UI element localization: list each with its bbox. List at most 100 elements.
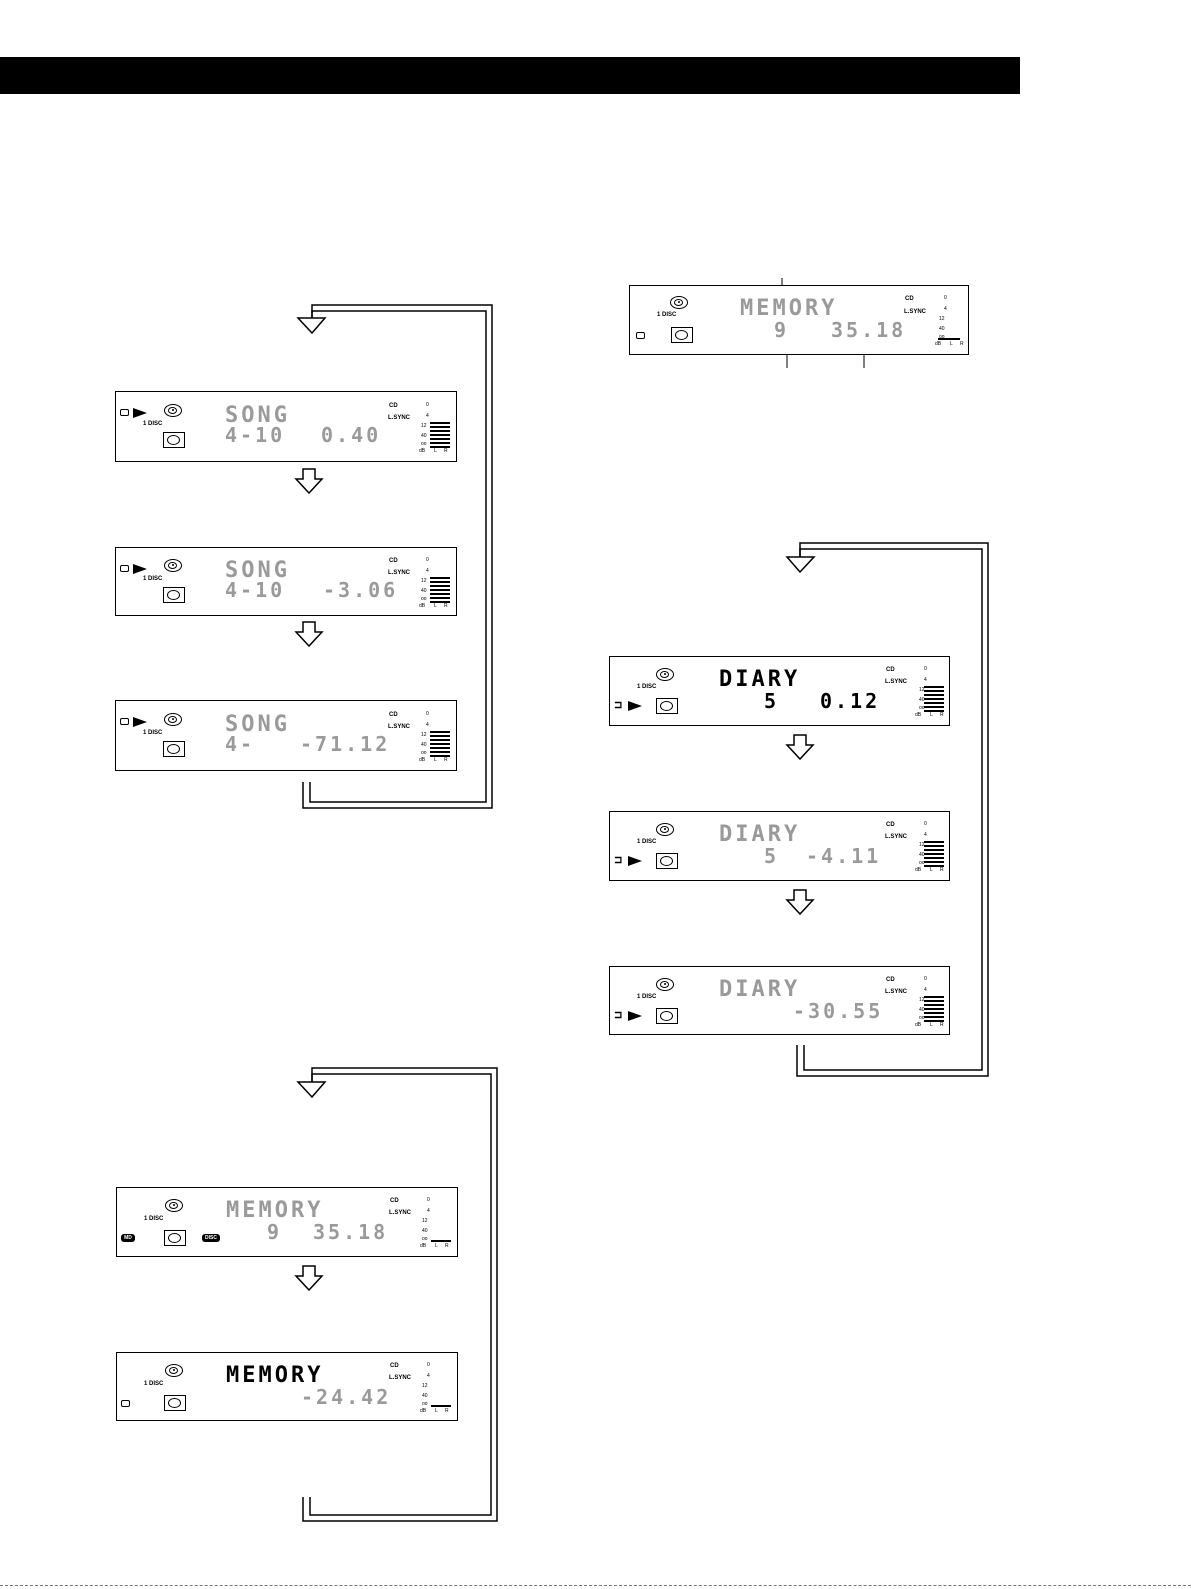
one-disc-label: 1 DISC: [657, 312, 677, 318]
scale-oo: oo: [919, 860, 925, 866]
scale-4: 4: [924, 987, 927, 993]
scale-l: L: [435, 1408, 438, 1414]
scale-l: L: [434, 603, 437, 609]
scale-40: 40: [421, 742, 427, 748]
lsync-label: L.SYNC: [885, 989, 908, 995]
track-text: 5: [764, 689, 780, 713]
lcd-display-memory-1: MD 1 DISC DISC MEMORY 9 35.18 CD L.SYNC …: [116, 1187, 458, 1257]
time-text: -71.12: [300, 732, 391, 756]
scale-l: L: [950, 341, 953, 347]
cd-label: CD: [390, 1198, 399, 1204]
disc-icon: [164, 559, 182, 572]
disc-icon: [656, 823, 674, 836]
scale-4: 4: [924, 832, 927, 838]
tape-icon: [120, 718, 129, 725]
cd-label: CD: [886, 667, 895, 673]
time-text: 35.18: [831, 318, 907, 342]
scale-l: L: [434, 448, 437, 454]
level-meter: [430, 577, 450, 603]
one-disc-label: 1 DISC: [143, 421, 163, 427]
scale-db: dB: [419, 757, 426, 763]
cd-tray-icon: [163, 587, 185, 603]
scale-40: 40: [919, 697, 925, 703]
lsync-label: L.SYNC: [904, 309, 927, 315]
scale-oo: oo: [421, 750, 427, 756]
track-text: 4-10: [225, 423, 286, 447]
time-text: -4.11: [806, 844, 882, 868]
scale-4: 4: [427, 1373, 430, 1379]
title-text: SONG: [225, 403, 290, 428]
one-disc-label: 1 DISC: [144, 1216, 164, 1222]
time-text: 0.12: [820, 689, 881, 713]
scale-0: 0: [427, 1197, 430, 1203]
lsync-label: L.SYNC: [885, 834, 908, 840]
level-meter: [924, 996, 944, 1022]
scale-db: dB: [935, 341, 942, 347]
cd-tray-icon: [164, 1230, 186, 1246]
md-badge: MD: [121, 1234, 135, 1242]
scale-r: R: [444, 448, 448, 454]
level-meter: [430, 422, 450, 448]
scale-oo: oo: [919, 1015, 925, 1021]
play-icon: [133, 717, 147, 727]
level-meter: [431, 1405, 451, 1407]
scale-oo: oo: [421, 441, 427, 447]
scale-l: L: [930, 867, 933, 873]
scale-0: 0: [924, 666, 927, 672]
return-icon: ⊐: [614, 700, 623, 711]
disc-icon: [670, 296, 688, 309]
play-icon: [628, 1011, 642, 1021]
title-text: MEMORY: [226, 1363, 324, 1388]
scale-0: 0: [426, 711, 429, 717]
lsync-label: L.SYNC: [885, 679, 908, 685]
disc-icon: [656, 668, 674, 681]
scale-12: 12: [422, 1218, 428, 1224]
scale-12: 12: [421, 423, 427, 429]
play-icon: [133, 564, 147, 574]
scale-r: R: [940, 1022, 944, 1028]
level-meter: [938, 338, 960, 340]
cd-tray-icon: [671, 327, 693, 343]
time-text: -3.06: [323, 578, 399, 602]
scale-l: L: [434, 757, 437, 763]
disc-icon: [165, 1199, 183, 1212]
lcd-display-song-2: 1 DISC SONG 4-10 -3.06 CD L.SYNC 0 4 12 …: [115, 547, 457, 616]
lcd-display-song-1: 1 DISC SONG 4-10 0.40 CD L.SYNC 0 4 12 4…: [115, 391, 457, 462]
scale-4: 4: [426, 722, 429, 728]
cd-tray-icon: [656, 698, 678, 714]
title-text: SONG: [225, 712, 290, 737]
scale-l: L: [435, 1243, 438, 1249]
lsync-label: L.SYNC: [388, 570, 411, 576]
lcd-display-song-3: 1 DISC SONG 4- -71.12 CD L.SYNC 0 4 12 4…: [115, 700, 457, 771]
cd-label: CD: [389, 558, 398, 564]
scale-oo: oo: [421, 596, 427, 602]
cd-tray-icon: [656, 853, 678, 869]
scale-12: 12: [919, 687, 925, 693]
time-text: -24.42: [301, 1385, 392, 1409]
cd-tray-icon: [656, 1008, 678, 1024]
tape-icon: [121, 1400, 130, 1407]
lsync-label: L.SYNC: [388, 724, 411, 730]
scale-0: 0: [924, 976, 927, 982]
lcd-display-diary-3: ⊐ 1 DISC DIARY -30.55 CD L.SYNC 0 4 12 4…: [609, 966, 950, 1035]
lcd-display-memory-2: 1 DISC MEMORY -24.42 CD L.SYNC 0 4 12 40…: [116, 1352, 458, 1421]
one-disc-label: 1 DISC: [637, 684, 657, 690]
scale-r: R: [960, 341, 964, 347]
scale-0: 0: [944, 295, 947, 301]
level-meter: [430, 731, 450, 757]
lsync-label: L.SYNC: [388, 415, 411, 421]
disc-badge: DISC: [202, 1234, 220, 1242]
level-meter: [924, 841, 944, 867]
time-text: -30.55: [793, 999, 884, 1023]
scale-l: L: [930, 712, 933, 718]
scale-4: 4: [924, 677, 927, 683]
title-text: DIARY: [719, 977, 801, 1002]
scale-12: 12: [422, 1383, 428, 1389]
scale-4: 4: [427, 1208, 430, 1214]
scale-r: R: [940, 712, 944, 718]
tape-icon: [120, 409, 129, 416]
lcd-display-memory-annotated: 1 DISC MEMORY 9 35.18 CD L.SYNC 0 4 12 4…: [629, 285, 969, 355]
scale-40: 40: [422, 1228, 428, 1234]
one-disc-label: 1 DISC: [143, 730, 163, 736]
level-meter: [924, 686, 944, 712]
